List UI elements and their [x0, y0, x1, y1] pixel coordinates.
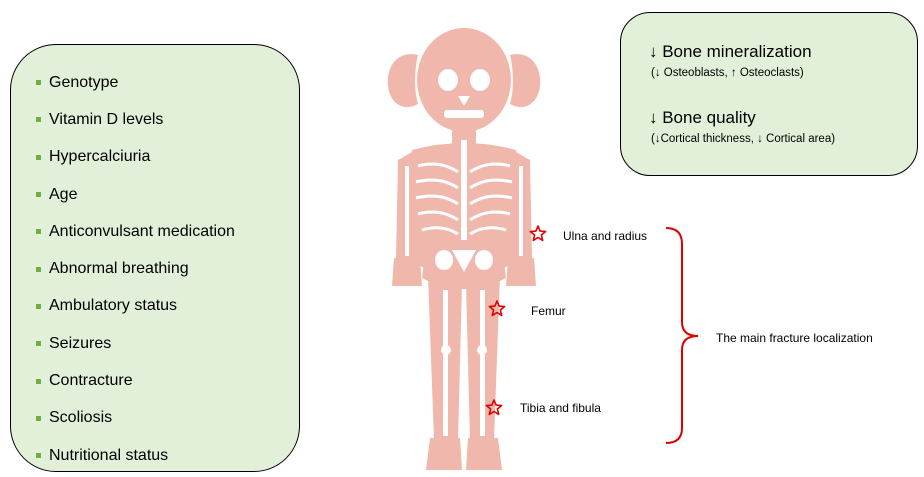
mineralization-detail: (↓ Osteoblasts, ↑ Osteoclasts) — [651, 67, 804, 79]
right-eye-socket — [470, 69, 490, 91]
fracture-site-label: Femur — [531, 304, 566, 318]
left-eye-socket — [438, 69, 458, 91]
brace-label: The main fracture localization — [716, 331, 873, 345]
quality-detail: (↓Cortical thickness, ↓ Cortical area) — [651, 133, 835, 145]
right-pigtail — [510, 54, 540, 107]
pelvic-foramen — [435, 250, 453, 270]
teeth — [444, 110, 484, 118]
knee — [441, 345, 451, 355]
curly-brace — [666, 228, 698, 443]
left-foot — [466, 438, 502, 470]
fracture-site-label: Ulna and radius — [563, 229, 647, 243]
pelvic-foramen — [475, 250, 493, 270]
quality-title: ↓ Bone quality — [649, 108, 756, 128]
humerus — [519, 166, 523, 256]
mineralization-title: ↓ Bone mineralization — [649, 42, 812, 62]
spine — [461, 140, 467, 240]
knee — [477, 345, 487, 355]
femur-bone — [443, 290, 448, 436]
right-hand — [392, 258, 422, 286]
fracture-site-label: Tibia and fibula — [520, 401, 601, 415]
right-foot — [426, 438, 462, 470]
left-hand — [506, 258, 536, 286]
left-pigtail — [388, 54, 418, 107]
star-marker-icon — [530, 226, 545, 240]
humerus — [405, 166, 409, 256]
femur-bone — [480, 290, 485, 436]
outcomes-box — [620, 12, 918, 176]
